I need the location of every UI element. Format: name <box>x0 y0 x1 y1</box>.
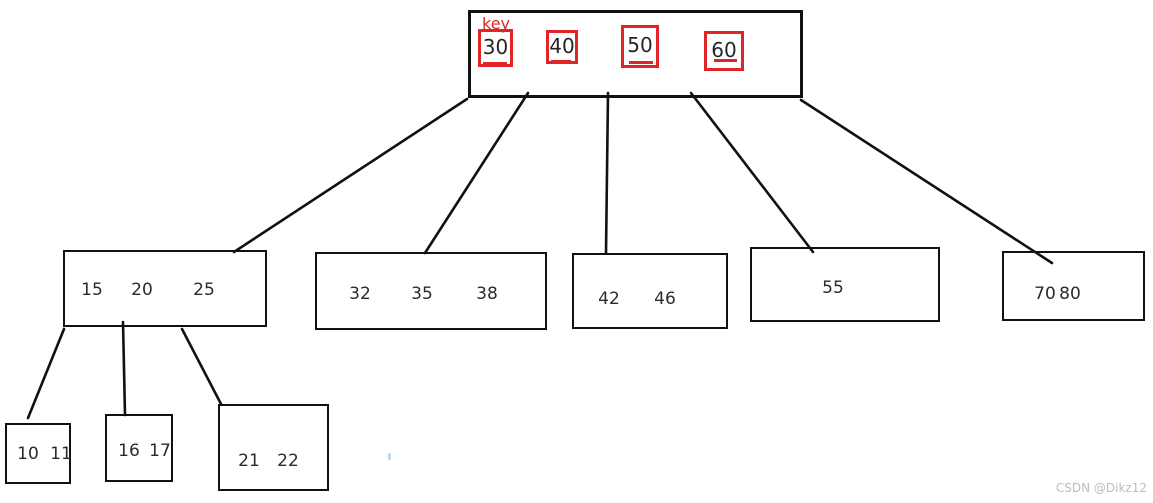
child-node-4: 55 <box>750 247 940 322</box>
node-key: 21 <box>238 451 260 471</box>
node-key: 17 <box>149 441 171 461</box>
edge-child1-leaf1 <box>26 327 66 420</box>
leaf-node-3: 21 22 <box>218 404 329 491</box>
edge-root-child1 <box>232 97 469 254</box>
node-key: 20 <box>131 280 153 300</box>
key-underline <box>714 59 737 62</box>
child-node-2: 32 35 38 <box>315 252 547 330</box>
root-node: key 30 40 50 60 <box>468 10 803 98</box>
node-key: 22 <box>277 451 299 471</box>
leaf-node-2: 16 17 <box>105 414 173 482</box>
node-key: 55 <box>822 278 844 298</box>
node-key: 25 <box>193 280 215 300</box>
edge-root-child2 <box>423 91 530 255</box>
root-key-value: 40 <box>549 33 575 58</box>
root-key-value: 30 <box>482 34 509 59</box>
edge-root-child4 <box>689 91 815 254</box>
key-underline <box>629 61 653 64</box>
root-key-value: 50 <box>627 33 653 58</box>
key-underline <box>483 62 507 65</box>
child-node-5: 70 80 <box>1002 251 1145 321</box>
key-underline <box>551 60 571 63</box>
node-key: 32 <box>349 284 371 304</box>
root-key-cell-2: 40 <box>546 30 578 64</box>
leaf-node-1: 10 11 <box>5 423 72 484</box>
node-key: 46 <box>654 289 676 309</box>
key-label: key <box>482 14 511 33</box>
root-key-value: 60 <box>711 37 737 62</box>
node-key: 38 <box>476 284 498 304</box>
node-key: 16 <box>118 441 140 461</box>
root-key-cell-4: 60 <box>704 31 744 71</box>
edge-root-child3 <box>604 91 610 255</box>
root-key-cell-1: 30 <box>478 29 513 67</box>
node-key: 15 <box>81 280 103 300</box>
node-key: 42 <box>598 289 620 309</box>
edge-child1-leaf3 <box>180 327 223 406</box>
child-node-1: 15 20 25 <box>63 250 267 327</box>
root-key-cell-3: 50 <box>621 25 659 68</box>
node-key: 11 <box>50 444 72 464</box>
child-node-3: 42 46 <box>572 253 728 329</box>
stray-cursor-mark <box>388 453 391 460</box>
watermark: CSDN @Dikz12 <box>1055 481 1147 495</box>
node-key: 80 <box>1059 284 1081 304</box>
node-key: 35 <box>411 284 433 304</box>
node-key: 10 <box>17 444 39 464</box>
edge-root-child5 <box>799 98 1054 265</box>
node-key: 70 <box>1034 284 1056 304</box>
edge-child1-leaf2 <box>121 320 127 417</box>
